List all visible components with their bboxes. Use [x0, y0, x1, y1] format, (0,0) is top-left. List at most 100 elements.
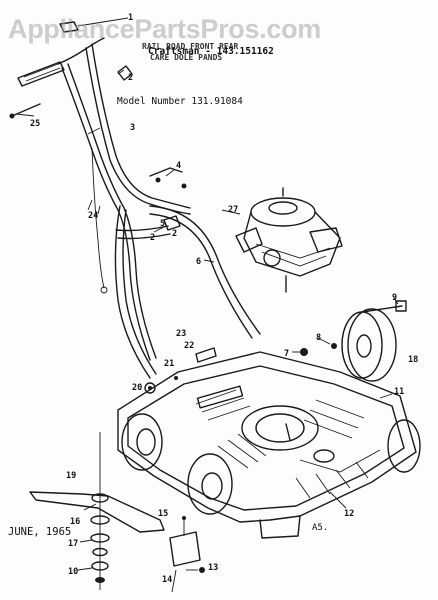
part-label-16: 16 — [70, 517, 80, 527]
deflector-pin — [182, 516, 186, 520]
part-label-17: 17 — [68, 539, 78, 549]
recoil-starter — [268, 201, 298, 215]
rear-wheel-tire — [347, 308, 397, 382]
part-label-9: 9 — [392, 293, 397, 303]
front-left-wheel — [121, 413, 163, 471]
deck-ribs-left — [195, 389, 251, 421]
blade-bolt — [95, 577, 105, 583]
sheet-code: A5. — [312, 523, 329, 533]
deck-center-bolt — [285, 423, 291, 441]
part-label-14: 14 — [162, 575, 172, 585]
rear-left-wheel — [187, 453, 233, 515]
mower-deck — [117, 351, 417, 539]
axle-bolt-head — [395, 300, 407, 312]
front-left-hub — [136, 428, 156, 456]
part-label-5: 5 — [160, 219, 165, 229]
deflector-plate — [169, 531, 201, 567]
revision-date: JUNE, 1965 — [8, 526, 72, 538]
deck-inner-rim — [127, 365, 405, 511]
handle-lower-left-edge — [122, 209, 157, 375]
handle-lower-left — [114, 205, 151, 379]
rear-wheel-hub — [356, 334, 372, 358]
part-label-11: 11 — [394, 387, 404, 397]
part-label-2c: 2 — [172, 229, 177, 239]
bracket-knob-center — [148, 386, 152, 390]
deck-outline — [117, 351, 417, 523]
wing-nut-upper — [117, 65, 133, 81]
deck-chute-edge — [299, 449, 381, 473]
control-cable — [91, 147, 105, 289]
site-watermark: AppliancePartsPros.com — [8, 14, 322, 44]
part-label-15: 15 — [158, 509, 168, 519]
part-label-21: 21 — [164, 359, 174, 369]
part-label-25: 25 — [30, 119, 40, 129]
deck-adjuster — [313, 449, 335, 463]
front-right-wheel — [387, 419, 421, 473]
engine-fins-lower — [261, 251, 327, 267]
control-lever — [149, 167, 183, 177]
handle-left-tube — [61, 67, 151, 361]
handle-right-tube-edge — [91, 43, 191, 209]
part-number-labels: 1 2 3 2 5 4 2 6 24 25 27 7 8 9 18 11 12 … — [30, 13, 418, 585]
engine-assembly — [235, 187, 343, 293]
part-label-22: 22 — [184, 341, 194, 351]
mower-blade — [29, 491, 165, 533]
part-label-6: 6 — [196, 257, 201, 267]
handle-bolt-head — [9, 113, 15, 119]
part-label-8: 8 — [316, 333, 321, 343]
top-clip — [59, 21, 79, 33]
rear-wheel-assembly — [300, 300, 407, 382]
engine-muffler — [309, 227, 343, 253]
header-line-2: CARE DOLE PANDS — [150, 53, 223, 62]
rear-deflector — [169, 516, 205, 573]
handle-assembly — [9, 17, 261, 379]
blade-cavity — [241, 405, 319, 451]
blade-assembly — [29, 432, 165, 590]
wheel-washer — [331, 343, 337, 349]
blade-washer-lower — [91, 561, 109, 571]
part-label-10: 10 — [68, 567, 78, 577]
blade-adapter — [91, 493, 109, 503]
handle-right-tube — [85, 47, 191, 215]
part-label-20: 20 — [132, 383, 142, 393]
part-label-24: 24 — [88, 211, 98, 221]
craftsman-number: Craftsman - 143.151162 — [148, 46, 274, 57]
bracket-screw — [174, 376, 178, 380]
lever-nut — [181, 183, 187, 189]
grip-ridges — [23, 63, 61, 82]
blade-lockwasher — [92, 547, 108, 557]
handle-lower-right — [149, 205, 261, 335]
part-label-13: 13 — [208, 563, 218, 573]
deck-discharge-fins — [295, 461, 369, 499]
handle-top-bar — [57, 37, 105, 65]
handle-lower-right-edge — [149, 213, 253, 339]
deck-wheels — [121, 413, 421, 515]
deck-front-skirt — [259, 515, 301, 539]
part-label-2a: 2 — [128, 73, 133, 83]
part-label-18: 18 — [408, 355, 418, 365]
handle-bracket — [144, 347, 217, 394]
cable-end — [100, 286, 108, 294]
wheel-nut — [300, 348, 308, 356]
model-number: Model Number 131.91084 — [117, 96, 243, 107]
top-clip-leader — [77, 17, 129, 27]
handle-left-tube-edge — [67, 63, 157, 359]
blade-washer-upper — [90, 515, 110, 525]
blade-washer-mid — [90, 533, 110, 543]
engine-fins — [255, 243, 331, 259]
rear-left-hub — [201, 472, 223, 500]
deck-ribs-right — [303, 399, 365, 439]
header-line-1: RAIL ROAD FRONT REAR — [142, 42, 239, 51]
blade-cavity-inner — [255, 413, 305, 443]
part-label-2b: 2 — [150, 233, 155, 243]
handle-cross-brace-edge — [117, 233, 171, 240]
deck-ribs-front — [217, 433, 267, 469]
part-label-19: 19 — [66, 471, 76, 481]
part-label-23: 23 — [176, 329, 186, 339]
deflector-bolt — [199, 567, 205, 573]
wing-nut-lower — [163, 215, 181, 231]
bracket-plate — [195, 347, 217, 363]
leader-lines — [15, 69, 399, 593]
